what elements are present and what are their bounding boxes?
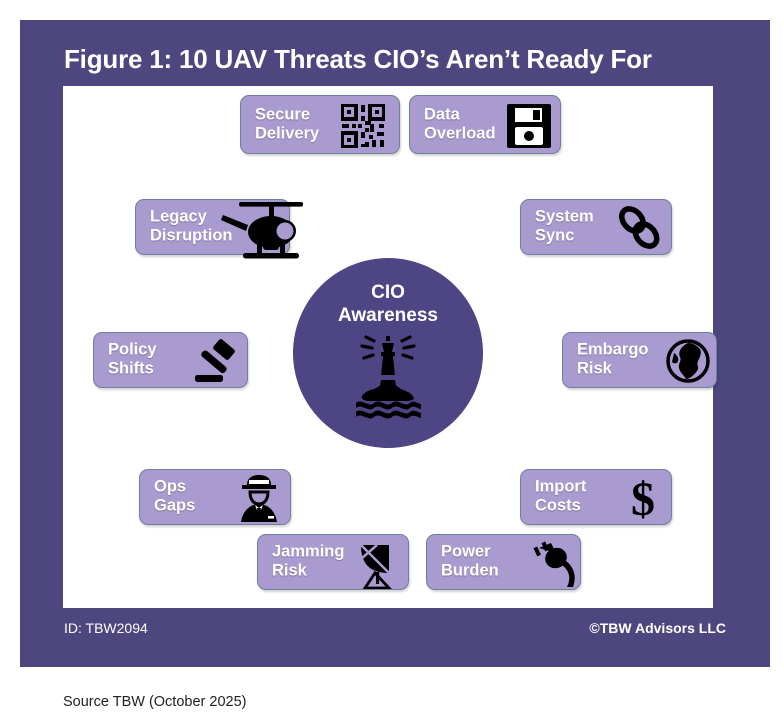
gavel-icon — [190, 339, 238, 385]
threat-box-ops-gaps[interactable]: Ops Gaps — [139, 469, 291, 525]
dollar-sign-icon: $ — [621, 472, 665, 524]
power-plug-icon — [526, 535, 580, 591]
threat-label-jamming-risk: Jamming Risk — [272, 542, 345, 580]
source-caption: Source TBW (October 2025) — [63, 694, 247, 710]
threat-label-data-overload: Data Overload — [424, 105, 496, 143]
center-hub-cio-awareness[interactable]: CIO Awareness — [293, 258, 483, 448]
lighthouse-icon — [340, 334, 436, 425]
threat-box-secure-delivery[interactable]: Secure Delivery — [240, 95, 400, 154]
threat-label-embargo-risk: Embargo Risk — [577, 340, 649, 378]
threat-label-system-sync: System Sync — [535, 207, 594, 245]
threat-box-import-costs[interactable]: Import Costs $ — [520, 469, 672, 525]
copyright-notice: ©TBW Advisors LLC — [589, 620, 726, 636]
threat-box-data-overload[interactable]: Data Overload — [409, 95, 561, 154]
chain-link-icon — [615, 204, 663, 252]
qr-code-icon — [340, 104, 386, 148]
threat-box-legacy-disruption[interactable]: Legacy Disruption — [135, 199, 303, 259]
threat-label-legacy-disruption: Legacy Disruption — [150, 207, 233, 245]
threat-box-embargo-risk[interactable]: Embargo Risk — [562, 332, 717, 388]
threat-label-ops-gaps: Ops Gaps — [154, 477, 196, 515]
panel-footer: ID: TBW2094 ©TBW Advisors LLC — [64, 620, 726, 650]
floppy-disk-icon — [506, 103, 552, 149]
globe-icon — [666, 339, 710, 383]
figure-panel: Figure 1: 10 UAV Threats CIO’s Aren’t Re… — [20, 20, 770, 667]
threat-box-policy-shifts[interactable]: Policy Shifts — [93, 332, 248, 388]
threat-label-policy-shifts: Policy Shifts — [108, 340, 157, 378]
diagram-board: Secure Delivery — [63, 86, 717, 608]
pilot-officer-icon — [233, 472, 285, 524]
center-hub-label: CIO Awareness — [338, 282, 438, 326]
threat-box-jamming-risk[interactable]: Jamming Risk — [257, 534, 409, 590]
threat-label-import-costs: Import Costs — [535, 477, 587, 515]
figure-title: Figure 1: 10 UAV Threats CIO’s Aren’t Re… — [64, 44, 652, 74]
threat-label-secure-delivery: Secure Delivery — [255, 105, 320, 143]
threat-label-power-burden: Power Burden — [441, 542, 499, 580]
threat-box-system-sync[interactable]: System Sync — [520, 199, 672, 255]
figure-id: ID: TBW2094 — [64, 620, 148, 636]
satellite-dish-icon — [355, 539, 403, 589]
svg-text:$: $ — [631, 473, 655, 524]
threat-box-power-burden[interactable]: Power Burden — [426, 534, 581, 590]
